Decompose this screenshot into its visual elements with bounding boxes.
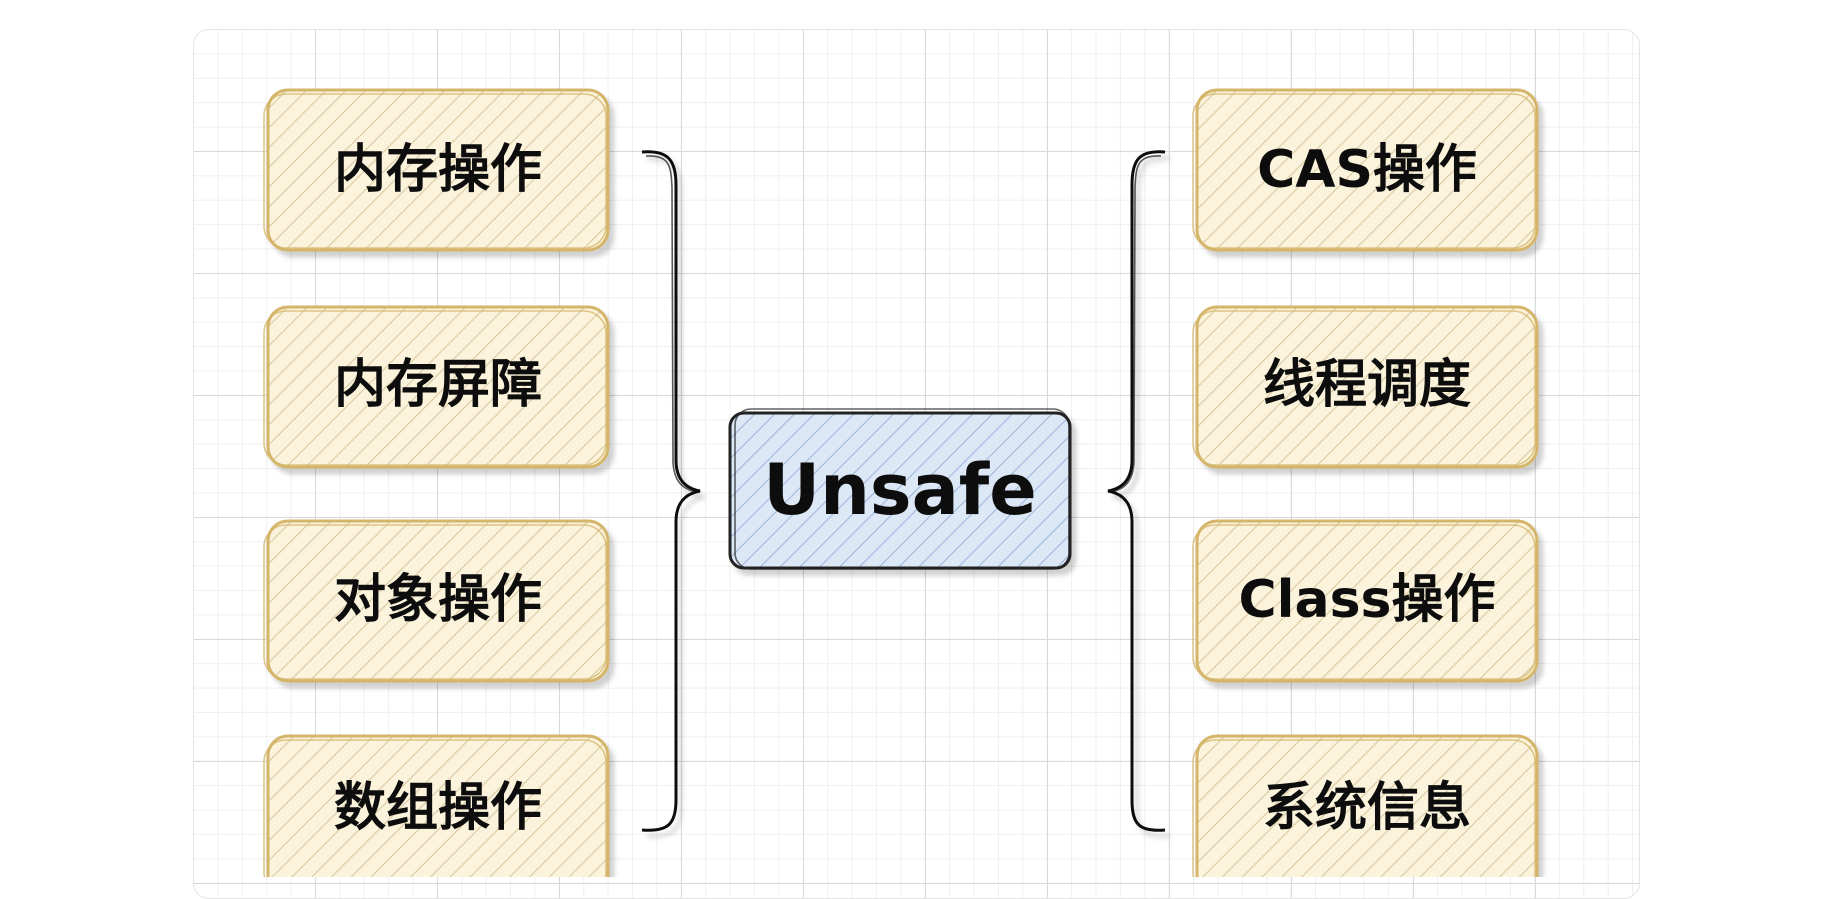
right-item-label: Class操作 <box>1239 570 1496 630</box>
center-node-unsafe[interactable]: Unsafe <box>728 408 1072 570</box>
left-brace-connector <box>641 150 701 832</box>
right-item-cas-ops[interactable]: CAS操作 <box>1192 88 1539 252</box>
left-item-memory-ops[interactable]: 内存操作 <box>263 88 610 252</box>
right-item-class-ops[interactable]: Class操作 <box>1192 519 1539 683</box>
right-item-label: 系统信息 <box>1263 778 1471 838</box>
diagram-stage: 内存操作 内存屏障 对象操作 数组操作 <box>193 29 1640 899</box>
unsafe-feature-diagram: 内存操作 内存屏障 对象操作 数组操作 <box>263 88 1539 877</box>
left-item-object-ops[interactable]: 对象操作 <box>263 519 610 683</box>
left-item-label: 数组操作 <box>334 778 542 838</box>
left-item-array-ops[interactable]: 数组操作 <box>263 734 610 877</box>
left-item-label: 内存操作 <box>334 140 542 200</box>
left-item-memory-barrier[interactable]: 内存屏障 <box>263 305 610 469</box>
center-label: Unsafe <box>763 449 1037 531</box>
right-item-label: 线程调度 <box>1263 355 1471 415</box>
left-item-label: 对象操作 <box>334 570 542 630</box>
right-item-label: CAS操作 <box>1257 140 1477 200</box>
right-item-thread-scheduling[interactable]: 线程调度 <box>1192 305 1539 469</box>
right-brace-connector <box>1107 150 1166 832</box>
right-item-system-info[interactable]: 系统信息 <box>1192 734 1539 877</box>
left-item-label: 内存屏障 <box>334 355 542 415</box>
